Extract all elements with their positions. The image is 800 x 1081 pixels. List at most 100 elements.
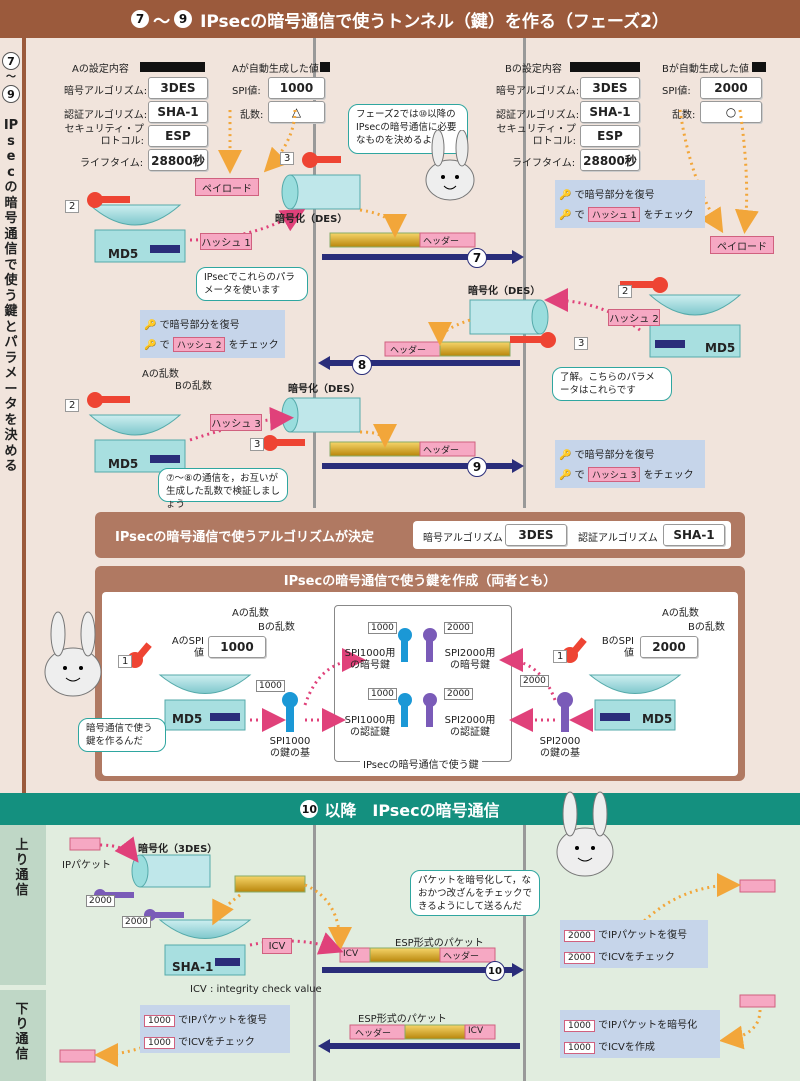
packet-9 bbox=[322, 441, 524, 473]
page-title: IPsecの暗号通信で使うトンネル（鍵）を作る（フェーズ2） bbox=[200, 11, 669, 32]
md5-box-a2 bbox=[88, 414, 186, 473]
a-rand-value: △ bbox=[268, 101, 325, 123]
kc-key-num-a: 1 bbox=[118, 655, 133, 668]
b-auto-bar bbox=[752, 62, 766, 72]
packet-9-header: ヘッダー bbox=[423, 446, 460, 456]
kc-key-num-b: 1 bbox=[553, 650, 568, 663]
b-decrypt-text-2: で暗号部分を復号 bbox=[574, 450, 655, 461]
b-up-tag-1: 2000 bbox=[564, 930, 595, 942]
esp-packet-up bbox=[322, 947, 524, 977]
b-settings-header: Bの設定内容 bbox=[505, 64, 562, 75]
b-auth-value: SHA-1 bbox=[580, 101, 640, 123]
kc-enc-key-2000: SPI2000用の暗号鍵 bbox=[444, 648, 496, 671]
step-9-marker: 9 bbox=[467, 457, 487, 477]
a-auth-value: SHA-1 bbox=[148, 101, 208, 123]
sidebar-tilde: 〜 bbox=[6, 72, 16, 83]
arrow-a-down bbox=[94, 1033, 176, 1067]
kc-auth-key-1000: SPI1000用の認証鍵 bbox=[344, 715, 396, 738]
ip-packet-up bbox=[69, 837, 101, 851]
a-auto-bar bbox=[320, 62, 330, 72]
a-down-row1: 1000 でIPパケットを復号 bbox=[144, 1011, 267, 1027]
key-create-title: IPsecの暗号通信で使う鍵を作成（両者とも） bbox=[283, 574, 557, 589]
step-10-marker: 10 bbox=[485, 961, 505, 981]
b-down-encrypt: でIPパケットを暗号化 bbox=[598, 1020, 698, 1031]
a-auth-label: 認証アルゴリズム: bbox=[64, 110, 148, 121]
key-num-a4: 3 bbox=[250, 438, 265, 451]
a-check-panel-row2: 🔑 で ハッシュ 2 をチェック bbox=[144, 336, 279, 352]
red-key-3 bbox=[620, 277, 668, 293]
algo-values-box: 暗号アルゴリズム 3DES 認証アルゴリズム SHA-1 bbox=[413, 521, 731, 549]
md5-box-key-a bbox=[158, 674, 252, 731]
a-check-panel-row1: 🔑 で暗号部分を復号 bbox=[144, 320, 240, 331]
hash3-tag: ハッシュ 3 bbox=[210, 414, 262, 431]
bubble-verify: ⑦〜⑧の通信を，お互いが生成した乱数で検証しましょう bbox=[158, 468, 288, 510]
algo-enc-label: 暗号アルゴリズム bbox=[423, 533, 503, 544]
a-check-hash: ハッシュ 2 bbox=[172, 337, 226, 352]
kc-tag-1000-enc: 1000 bbox=[368, 622, 397, 634]
b-check-panel-1: 🔑 で暗号部分を復号 🔑 で ハッシュ 1 をチェック bbox=[555, 180, 705, 228]
a-enc-value: 3DES bbox=[148, 77, 208, 99]
b-up-decrypt: でIPパケットを復号 bbox=[598, 930, 688, 941]
kc-tag-2000-auth: 2000 bbox=[444, 688, 473, 700]
esp-packet-down bbox=[318, 1024, 520, 1053]
b-rand-value: ○ bbox=[700, 101, 762, 123]
arrow-a-spi bbox=[263, 109, 297, 173]
title-tilde: 〜 bbox=[153, 11, 171, 32]
red-key-2 bbox=[302, 152, 341, 168]
rabbit-comm bbox=[540, 790, 630, 890]
a-enc-label: 暗号アルゴリズム: bbox=[64, 86, 148, 97]
a-decrypt-text: で暗号部分を復号 bbox=[159, 320, 240, 331]
b-down-tag-1: 1000 bbox=[564, 1020, 595, 1032]
des3-cylinder bbox=[131, 854, 211, 888]
kc-enc-key-1000: SPI1000用の暗号鍵 bbox=[344, 648, 396, 671]
a-down-panel: 1000 でIPパケットを復号 1000 でICVをチェック bbox=[140, 1005, 290, 1053]
comm-tag-2000-1: 2000 bbox=[86, 895, 115, 907]
step-7-marker: 7 bbox=[467, 248, 487, 268]
a-down-tag-2: 1000 bbox=[144, 1037, 175, 1049]
title-bar: 7 〜 9 IPsecの暗号通信で使うトンネル（鍵）を作る（フェーズ2） bbox=[0, 0, 800, 38]
icv-note: ICV : integrity check value bbox=[190, 984, 322, 995]
step-10-badge: 10 bbox=[300, 800, 319, 818]
down-label: 下り通信 bbox=[15, 1002, 29, 1062]
b-life-label: ライフタイム: bbox=[512, 158, 576, 169]
b-up-check: でICVをチェック bbox=[598, 952, 675, 963]
algo-enc-value: 3DES bbox=[505, 524, 567, 546]
sidebar-text: IPsecの暗号通信で使う鍵とパラメータを決める bbox=[3, 118, 19, 474]
left-sidebar-strip bbox=[22, 38, 26, 798]
b-auth-label: 認証アルゴリズム: bbox=[496, 110, 580, 121]
arrow-b-params bbox=[678, 109, 724, 234]
esp-up-icv: ICV bbox=[343, 949, 359, 959]
a-rand-label: 乱数: bbox=[240, 110, 264, 121]
phase2-graphics bbox=[87, 109, 759, 473]
up-label: 上り通信 bbox=[15, 838, 29, 898]
algo-auth-label: 認証アルゴリズム bbox=[578, 533, 658, 544]
md5-box-a1 bbox=[88, 204, 186, 263]
key-num-a2: 3 bbox=[280, 152, 295, 165]
packet-8-header: ヘッダー bbox=[390, 346, 427, 356]
step-7-badge: 7 bbox=[131, 10, 150, 28]
b-check-panel-1-row1: 🔑 で暗号部分を復号 bbox=[559, 190, 655, 201]
arrow-hash2 bbox=[544, 288, 641, 332]
b-auto-header: Bが自動生成した値 bbox=[662, 64, 749, 75]
comm-title-bar: 10 以降 IPsecの暗号通信 bbox=[0, 793, 800, 825]
bubble-comm: パケットを暗号化して，なおかつ改ざんをチェックできるようにして送るんだ bbox=[410, 870, 540, 916]
arrow-b-up bbox=[638, 873, 741, 927]
kc-base-a: SPI1000の鍵の基 bbox=[269, 736, 311, 759]
blue-key-enc bbox=[398, 628, 412, 662]
divider-right bbox=[523, 38, 526, 508]
a-spi-value: 1000 bbox=[268, 77, 325, 99]
b-check-panel-2: 🔑 で暗号部分を復号 🔑 で ハッシュ 3 をチェック bbox=[555, 440, 705, 488]
blue-key-base bbox=[282, 692, 298, 732]
kc-b-rand-b: Bの乱数 bbox=[688, 622, 725, 633]
esp-down-icv: ICV bbox=[468, 1026, 484, 1036]
md5-b-label: MD5 bbox=[705, 341, 736, 355]
key-num-a1: 2 bbox=[65, 200, 80, 213]
red-key-1 bbox=[87, 192, 130, 208]
b-check-prefix-2: で bbox=[574, 470, 585, 481]
bubble-b-params: 了解。こちらのパラメータはこれらです bbox=[552, 367, 672, 401]
hash2-tag: ハッシュ 2 bbox=[608, 309, 660, 326]
b-rand-label: 乱数: bbox=[672, 110, 696, 121]
purple-key-enc bbox=[423, 628, 437, 662]
b-proto-label: セキュリティ・プロトコル: bbox=[496, 124, 576, 147]
